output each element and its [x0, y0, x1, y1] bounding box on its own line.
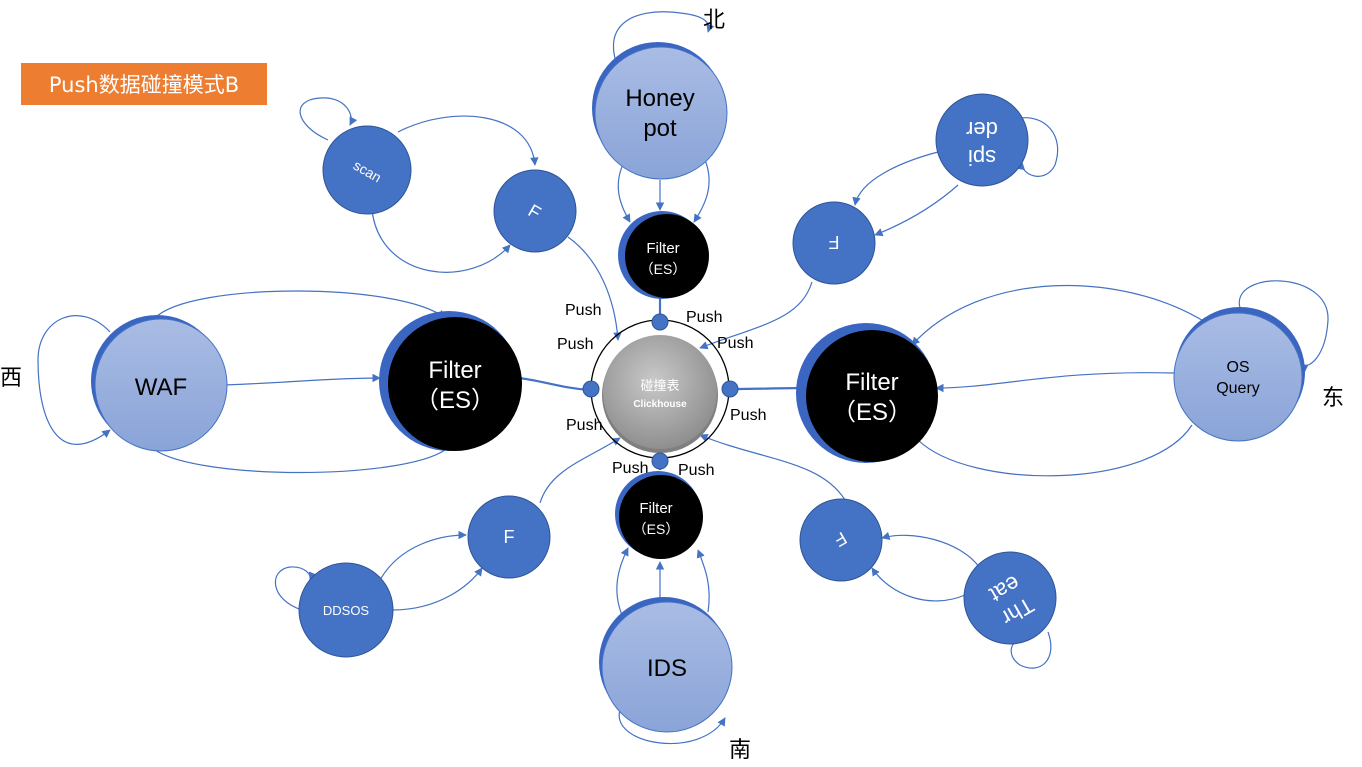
osquery-node: OS Query — [1173, 307, 1305, 442]
waf-label: WAF — [135, 374, 187, 401]
scan-to-f-nw-1 — [397, 115, 539, 166]
filter-west-line1: Filter — [428, 357, 481, 384]
f-sw-to-center — [539, 437, 621, 504]
ddsos-to-f-sw-2 — [391, 567, 483, 611]
osquery-to-filter-east-1 — [935, 372, 1176, 393]
ddsos-label: DDSOS — [323, 603, 370, 618]
spider-to-f-ne-1 — [852, 151, 939, 206]
scan-to-f-nw-2 — [371, 209, 511, 273]
push-label-8: Push — [678, 462, 714, 479]
f-node-ne: F — [792, 201, 876, 285]
direction-south: 南 — [729, 738, 751, 763]
filter-north-line1: Filter — [646, 240, 679, 257]
dot-east — [721, 380, 739, 398]
center-node: 碰撞表 Clickhouse — [590, 319, 730, 459]
f-ne-label: F — [829, 232, 840, 252]
waf-to-filter-west-2 — [154, 290, 446, 319]
push-label-4: Push — [717, 335, 753, 352]
push-label-5: Push — [566, 417, 602, 434]
f-nw-to-center — [567, 236, 622, 341]
osquery-to-filter-east-3 — [917, 424, 1193, 477]
filter-south-line2: （ES） — [633, 521, 680, 537]
f-se-to-center — [699, 434, 846, 501]
waf-node: WAF — [91, 315, 228, 452]
threat-to-f-se-1 — [871, 567, 966, 602]
filter-east-line2: （ES） — [832, 399, 912, 426]
spider-self-loop — [1016, 117, 1059, 177]
filter-east: Filter （ES） — [796, 323, 938, 463]
ids-to-filter-south-2 — [616, 547, 629, 616]
ddsos-node: DDSOS — [298, 562, 394, 658]
direction-east: 东 — [1322, 386, 1344, 411]
filter-west-line2: （ES） — [415, 387, 495, 414]
f-sw-label: F — [504, 527, 515, 547]
honeypot-self-loop — [612, 11, 715, 69]
threat-to-f-se-2 — [881, 531, 981, 569]
scan-self-loop — [299, 97, 358, 141]
spider-node: spi der — [935, 93, 1029, 187]
honeypot-line1: Honey — [625, 85, 694, 112]
osquery-to-filter-east-2 — [911, 284, 1206, 346]
f-node-se: F — [799, 498, 883, 582]
osquery-line1: OS — [1226, 359, 1249, 376]
honeypot-to-filter-north-3 — [693, 159, 710, 223]
diagram-title: Push数据碰撞模式B — [21, 63, 267, 105]
ids-node: IDS — [599, 597, 733, 733]
push-labels: Push Push Push Push Push Push Push Push — [557, 302, 766, 479]
ids-label: IDS — [647, 655, 687, 682]
center-sub: Clickhouse — [633, 399, 687, 410]
f-node-nw: F — [493, 169, 577, 253]
push-label-7: Push — [612, 460, 648, 477]
f-ne-to-center — [699, 281, 813, 350]
spider-line1: spi — [968, 145, 996, 170]
filter-south-line1: Filter — [639, 500, 672, 517]
ddsos-self-loop — [274, 566, 317, 611]
filter-east-line1: Filter — [845, 369, 898, 396]
filter-west: Filter （ES） — [379, 311, 522, 451]
push-label-3: Push — [686, 309, 722, 326]
connector-dots — [582, 313, 739, 470]
waf-to-filter-west-1 — [225, 373, 381, 386]
direction-west: 西 — [0, 366, 22, 391]
threat-node: Thr eat — [963, 551, 1057, 645]
dot-west — [582, 380, 600, 398]
waf-to-filter-west-3 — [154, 449, 446, 474]
honeypot-line2: pot — [643, 115, 677, 142]
scan-node: scan — [322, 125, 412, 215]
direction-north: 北 — [703, 8, 725, 33]
dot-north — [651, 313, 669, 331]
spider-line2: der — [966, 117, 998, 142]
ids-to-filter-south-3 — [696, 549, 710, 613]
push-label-6: Push — [730, 407, 766, 424]
filter-north: Filter （ES） — [618, 211, 709, 299]
spider-to-f-ne-2 — [874, 184, 959, 237]
f-node-sw: F — [467, 495, 551, 579]
ddsos-to-f-sw-1 — [379, 530, 467, 581]
honeypot-node: Honey pot — [592, 42, 728, 180]
filter-east-to-center — [734, 386, 807, 391]
dot-south — [651, 452, 669, 470]
osquery-line2: Query — [1216, 380, 1260, 397]
center-label: 碰撞表 — [640, 378, 679, 393]
push-label-1: Push — [565, 302, 601, 319]
filter-south: Filter （ES） — [615, 471, 703, 559]
push-label-2: Push — [557, 336, 593, 353]
filter-north-line2: （ES） — [640, 261, 687, 277]
filter-west-to-center — [517, 376, 591, 392]
osquery-self-loop — [1238, 280, 1329, 373]
waf-self-loop — [37, 315, 111, 445]
ids-self-loop — [618, 709, 726, 745]
